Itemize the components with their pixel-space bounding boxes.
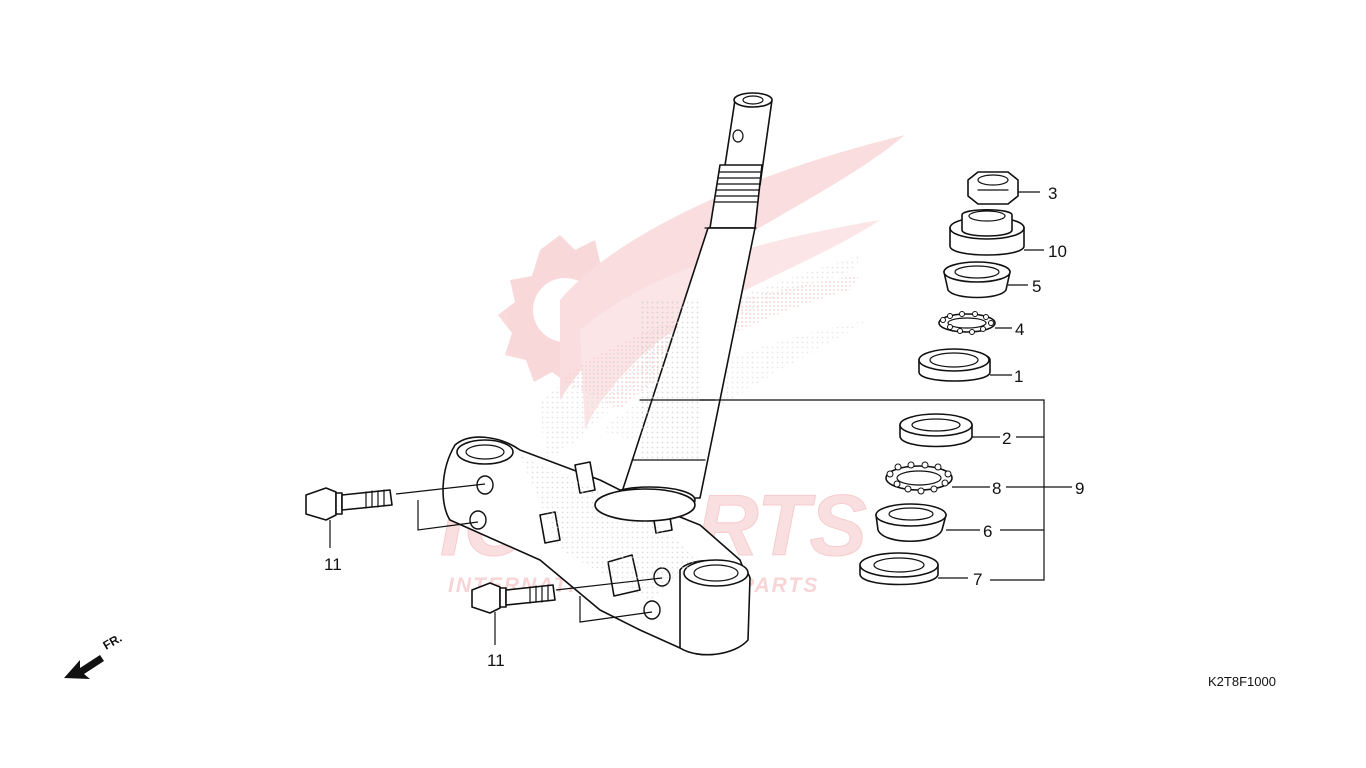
bolt-lower (471, 582, 556, 614)
part-8-bearing (885, 461, 953, 495)
part-6-cone-race (875, 503, 947, 543)
under-bracket (442, 436, 751, 656)
callout-labels: 3 10 5 4 1 2 8 9 6 7 11 11 (324, 184, 1084, 670)
callout-8: 8 (992, 479, 1001, 498)
part-7-dust-seal (859, 552, 939, 586)
callout-3: 3 (1048, 184, 1057, 203)
callout-1: 1 (1014, 367, 1023, 386)
callout-4: 4 (1015, 320, 1024, 339)
callout-9: 9 (1075, 479, 1084, 498)
callout-11-upper: 11 (324, 555, 342, 574)
callout-7: 7 (973, 570, 982, 589)
bolt-upper (305, 487, 393, 521)
callout-2: 2 (1002, 429, 1011, 448)
callout-5: 5 (1032, 277, 1041, 296)
bolt-leaders (329, 483, 663, 645)
callout-leaders (700, 191, 1072, 581)
part-1-top-race (918, 348, 991, 382)
part-10-adjusting-nut (949, 208, 1025, 256)
front-indicator: FR. (101, 631, 125, 653)
part-4-bearing (938, 311, 996, 335)
part-3-nut (967, 171, 1019, 205)
front-arrow-icon: FR. (64, 631, 124, 679)
callout-11-lower: 11 (487, 651, 505, 670)
part-2-race (899, 413, 973, 448)
callout-10: 10 (1048, 242, 1067, 261)
callout-6: 6 (983, 522, 992, 541)
diagram-code: K2T8F1000 (1208, 674, 1276, 689)
steering-stem (604, 92, 773, 514)
part-5-cone-race (943, 261, 1011, 299)
